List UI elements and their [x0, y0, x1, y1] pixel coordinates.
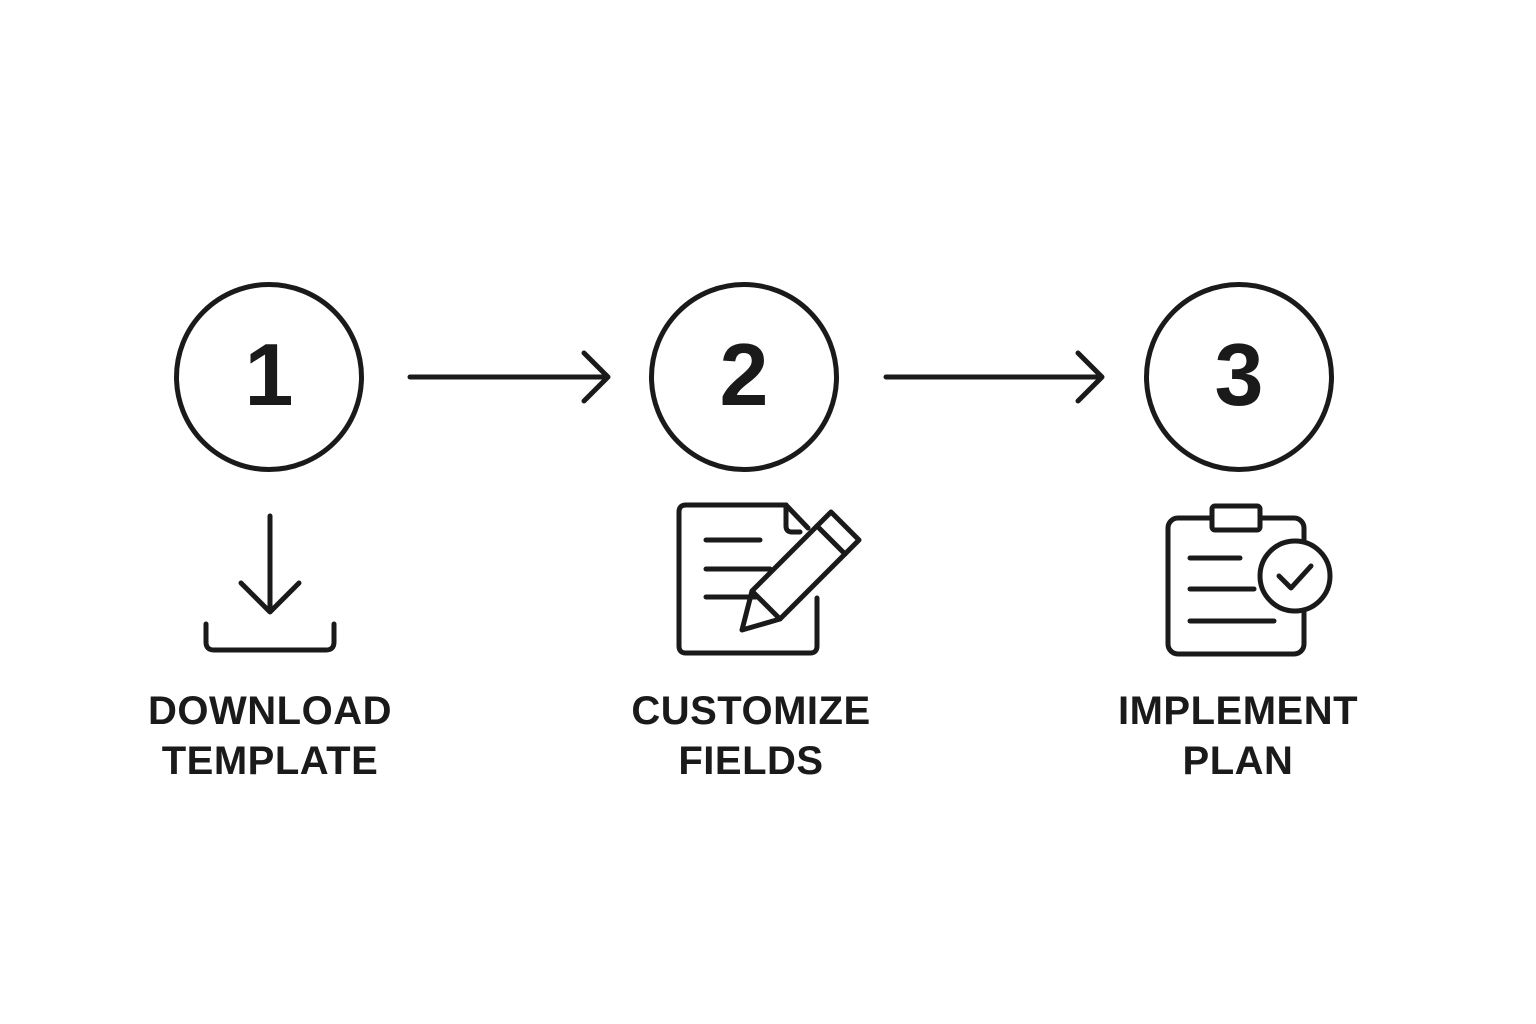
step-3-number: 3 — [1214, 325, 1264, 424]
step-1-label: DOWNLOAD TEMPLATE — [120, 686, 420, 786]
step-1-label-line-1: DOWNLOAD — [148, 689, 392, 733]
download-icon — [203, 513, 337, 653]
step-3-circle: 3 — [1144, 282, 1334, 472]
document-edit-icon — [676, 502, 862, 656]
step-3-label-line-1: IMPLEMENT — [1117, 689, 1359, 733]
arrow-2-to-3 — [883, 350, 1105, 404]
step-1-label-line-2: TEMPLATE — [161, 739, 379, 783]
step-3-label: IMPLEMENT PLAN — [1088, 686, 1388, 786]
step-2-label: CUSTOMIZE FIELDS — [601, 686, 901, 786]
step-2-circle: 2 — [649, 282, 839, 472]
step-1-number: 1 — [244, 325, 294, 424]
step-1-circle: 1 — [174, 282, 364, 472]
step-3-label-line-2: PLAN — [1182, 739, 1294, 783]
clipboard-check-icon — [1165, 503, 1333, 657]
step-2-label-line-1: CUSTOMIZE — [631, 689, 871, 733]
arrow-1-to-2 — [407, 350, 611, 404]
step-2-label-line-2: FIELDS — [678, 739, 824, 783]
step-2-number: 2 — [719, 325, 769, 424]
